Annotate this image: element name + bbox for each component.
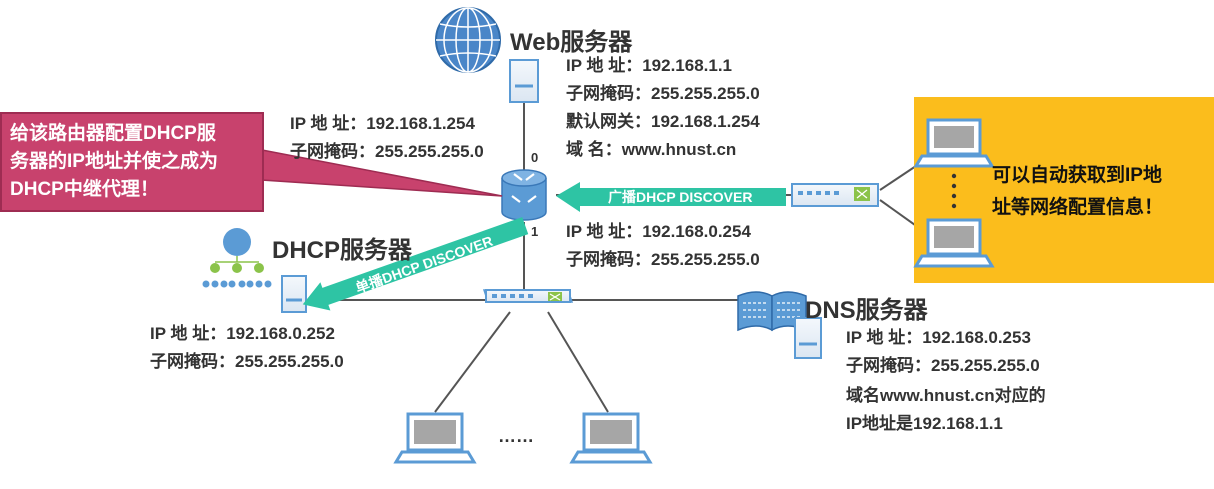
router-if0-label: 0 [531,150,539,165]
auto-config-line2: 址等网络配置信息！ [992,197,1164,218]
dns-server-note1: 域名www.hnust.cn对应的 [846,386,1046,405]
laptop-icon [569,412,653,464]
router-if1-ip: IP 地 址：192.168.0.254 [566,222,751,241]
router-icon [501,169,547,221]
auto-config-callout: 可以自动获取到IP地 址等网络配置信息！ [992,160,1163,224]
laptop-icon [913,218,995,268]
more-hosts-ellipsis: …… [498,426,534,446]
router-if1-mask: 子网掩码：255.255.255.0 [566,250,760,269]
relay-callout-line1: 给该路由器配置DHCP服 [10,123,216,144]
relay-callout: 给该路由器配置DHCP服 务器的IP地址并使之成为 DHCP中继代理！ [0,112,264,212]
web-server-title: Web服务器 [510,29,633,56]
dhcp-server-ip: IP 地 址：192.168.0.252 [150,324,335,343]
dns-server-icon [794,317,822,359]
web-server-icon [509,59,539,103]
router-if1-label: 1 [531,224,539,239]
globe-icon [435,7,501,73]
web-server-ip: IP 地 址：192.168.1.1 [566,56,733,75]
dns-server-mask: 子网掩码：255.255.255.0 [846,356,1040,375]
auto-config-line1: 可以自动获取到IP地 [992,165,1162,186]
switch-icon [791,183,879,207]
dhcp-server-icon [281,275,307,313]
laptop-icon [913,118,995,168]
unicast-arrow [302,217,529,311]
switch-icon [482,289,574,303]
dns-server-title: DNS服务器 [805,297,928,324]
link-switch-laptop2 [547,311,609,413]
laptop-icon [393,412,477,464]
relay-callout-line2: 务器的IP地址并使之成为 [10,151,218,172]
dhcp-server-mask: 子网掩码：255.255.255.0 [150,352,344,371]
broadcast-arrow [556,182,786,212]
dhcp-server-title: DHCP服务器 [272,237,413,264]
web-server-domain: 域 名：www.hnust.cn [566,140,737,159]
router-if0-ip: IP 地 址：192.168.1.254 [290,114,475,133]
link-switch-laptop1 [434,311,511,413]
router-if0-mask: 子网掩码：255.255.255.0 [290,142,484,161]
web-server-mask: 子网掩码：255.255.255.0 [566,84,760,103]
dns-server-note2: IP地址是192.168.1.1 [846,414,1003,433]
web-server-gateway: 默认网关：192.168.1.254 [566,112,760,131]
relay-callout-line3: DHCP中继代理！ [10,179,159,200]
dns-server-ip: IP 地 址：192.168.0.253 [846,328,1031,347]
vertical-dots [951,173,957,209]
broadcast-label: 广播DHCP DISCOVER [608,189,753,205]
org-chart-icon [202,228,272,288]
